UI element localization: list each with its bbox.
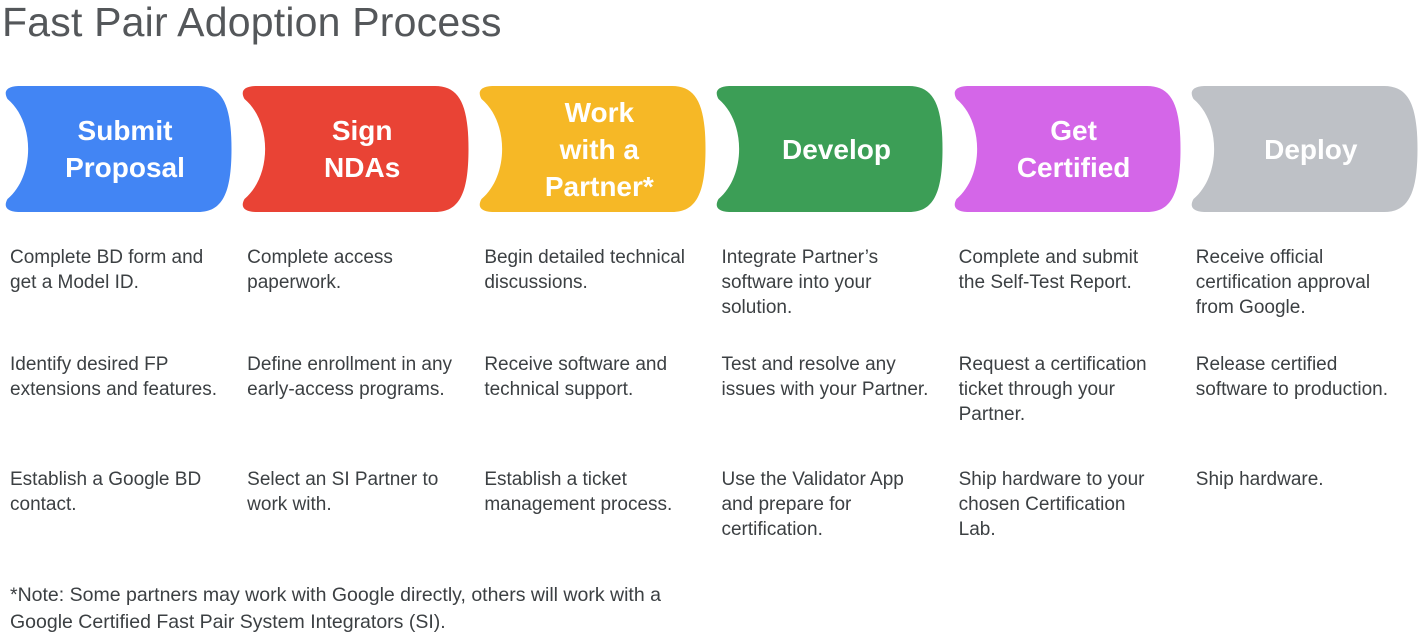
step-details-get-certified: Complete and submit the Self-Test Report… — [949, 245, 1186, 542]
step-details-develop: Integrate Partner’s software into your s… — [711, 245, 948, 542]
detail-item: Identify desired FP extensions and featu… — [10, 354, 218, 400]
step-shape-icon — [1191, 86, 1418, 212]
detail-item: Complete and submit the Self-Test Report… — [958, 247, 1139, 293]
detail-item: Begin detailed technical discussions. — [484, 247, 686, 293]
process-step-develop: Develop — [711, 86, 948, 212]
step-shape-icon — [242, 86, 469, 212]
step-label: Develop — [782, 133, 891, 165]
detail-item: Release certified software to production… — [1195, 354, 1388, 400]
step-shape-icon — [717, 86, 943, 212]
step-details-submit-proposal: Complete BD form and get a Model ID. Ide… — [0, 245, 237, 542]
detail-item: Use the Validator App and prepare for ce… — [721, 469, 904, 540]
process-step-get-certified: Get Certified — [949, 86, 1186, 212]
step-details-sign-ndas: Complete access paperwork. Define enroll… — [237, 245, 474, 542]
detail-item: Receive official certification approval … — [1195, 247, 1371, 318]
detail-item: Select an SI Partner to work with. — [247, 469, 439, 515]
detail-item: Ship hardware. — [1195, 469, 1324, 490]
step-label: Sign NDAs — [324, 115, 401, 183]
process-steps-row: Submit Proposal Sign NDAs Work with a Pa… — [0, 86, 1423, 212]
process-step-deploy: Deploy — [1186, 86, 1423, 212]
footnote: *Note: Some partners may work with Googl… — [10, 584, 661, 632]
step-shape-icon — [954, 86, 1181, 212]
step-details-deploy: Receive official certification approval … — [1186, 245, 1423, 542]
detail-item: Complete access paperwork. — [247, 247, 393, 293]
step-label: Submit Proposal — [65, 115, 185, 183]
detail-item: Ship hardware to your chosen Certificati… — [958, 469, 1145, 540]
process-step-work-with-partner: Work with a Partner* — [474, 86, 711, 212]
detail-item: Define enrollment in any early-access pr… — [247, 354, 453, 400]
process-step-sign-ndas: Sign NDAs — [237, 86, 474, 212]
detail-item: Establish a Google BD contact. — [10, 469, 202, 515]
detail-item: Complete BD form and get a Model ID. — [10, 247, 204, 293]
detail-item: Receive software and technical support. — [484, 354, 668, 400]
process-step-submit-proposal: Submit Proposal — [0, 86, 237, 212]
step-label: Get Certified — [1016, 115, 1131, 183]
detail-item: Request a certification ticket through y… — [958, 354, 1147, 425]
detail-item: Integrate Partner’s software into your s… — [721, 247, 879, 318]
detail-item: Test and resolve any issues with your Pa… — [721, 354, 929, 400]
step-shape-icon — [5, 86, 232, 212]
step-details-work-with-partner: Begin detailed technical discussions. Re… — [474, 245, 711, 542]
step-label: Deploy — [1264, 133, 1358, 165]
step-label: Work with a Partner* — [544, 96, 654, 202]
step-details-grid: Complete BD form and get a Model ID. Ide… — [0, 245, 1423, 542]
detail-item: Establish a ticket management process. — [484, 469, 673, 515]
page-title: Fast Pair Adoption Process — [2, 0, 502, 45]
step-shape-icon — [480, 86, 706, 212]
